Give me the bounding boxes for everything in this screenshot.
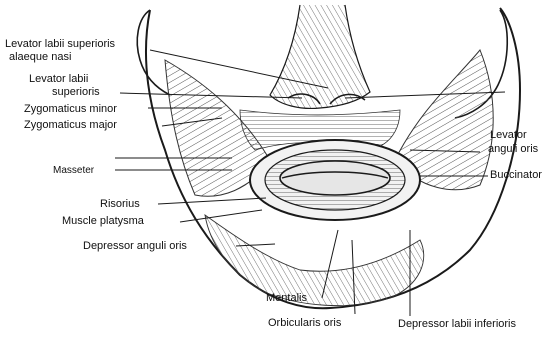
- nose-region: [270, 5, 370, 108]
- label-depressor-labii-inferioris: Depressor labii inferioris: [398, 318, 516, 330]
- label-levator-labii-sup-alaeque-1: Levator labii superioris: [5, 38, 115, 50]
- label-masseter: Masseter: [53, 165, 94, 176]
- label-levator-anguli-oris-2: anguli oris: [488, 143, 538, 155]
- label-levator-labii-sup-1: Levator labii: [29, 73, 88, 85]
- label-mentalis: Mentalis: [266, 292, 307, 304]
- left-ear: [137, 10, 170, 95]
- label-orbicularis-oris: Orbicularis oris: [268, 317, 341, 329]
- label-levator-anguli-oris-1: Levator: [490, 129, 527, 141]
- label-depressor-anguli-oris: Depressor anguli oris: [83, 240, 187, 252]
- label-zygomaticus-major: Zygomaticus major: [24, 119, 117, 131]
- label-levator-labii-sup-alaeque-2: alaeque nasi: [9, 51, 71, 63]
- mouth-opening: [280, 161, 390, 195]
- label-levator-labii-sup-2: superioris: [52, 86, 100, 98]
- label-muscle-platysma: Muscle platysma: [62, 215, 144, 227]
- label-buccinator: Buccinator: [490, 169, 542, 181]
- label-zygomaticus-minor: Zygomaticus minor: [24, 103, 117, 115]
- chin-muscles: [205, 215, 424, 306]
- label-risorius: Risorius: [100, 198, 140, 210]
